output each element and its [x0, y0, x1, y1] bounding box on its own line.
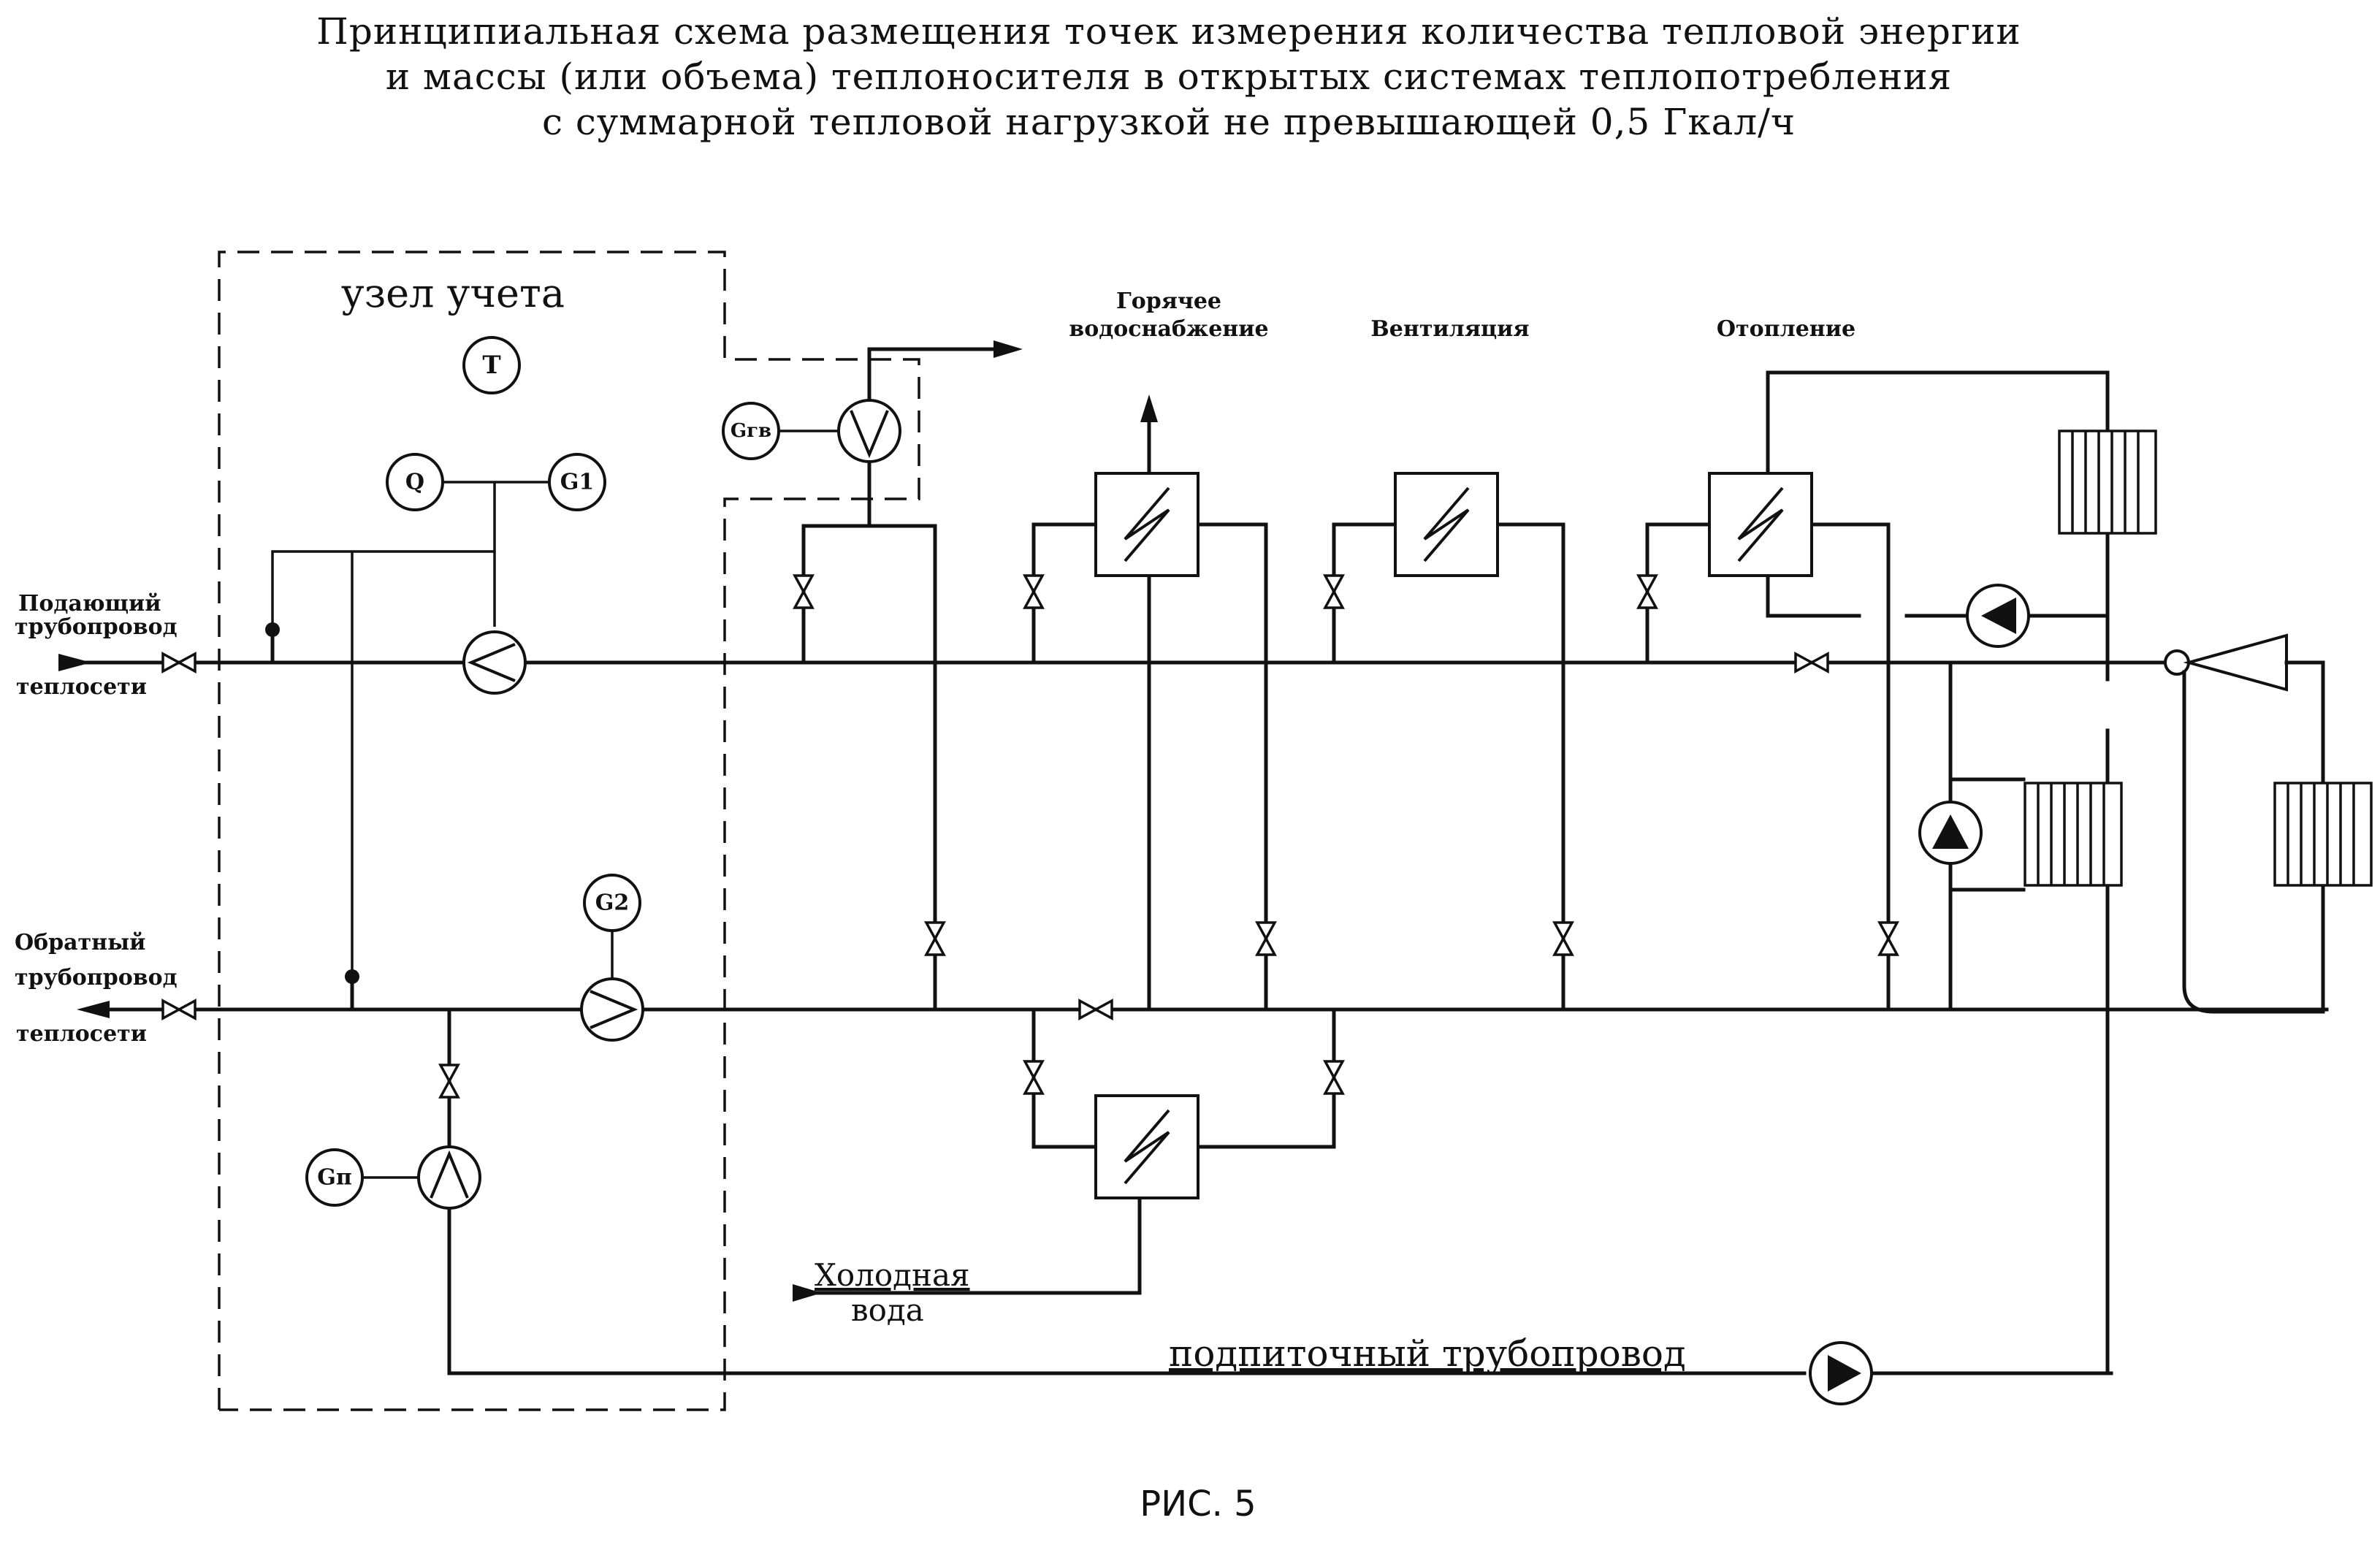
dhw-hx-return-valve	[1256, 921, 1276, 956]
return-label-1: Обратный	[15, 930, 145, 955]
return-label-2: трубопровод	[15, 965, 178, 991]
heating-mixing-valve	[1794, 652, 1829, 673]
svg-text:G2: G2	[595, 890, 630, 916]
temperature-sensor: T	[462, 336, 521, 394]
title-line-1: Принципиальная схема размещения точек из…	[316, 10, 2021, 53]
makeup-pump-icon	[1809, 1341, 1873, 1405]
svg-text:G1: G1	[560, 470, 595, 495]
return-pipe	[77, 1001, 2329, 1018]
heating-circulation-pump	[1966, 584, 2030, 648]
ventilation-supply-valve	[1324, 574, 1344, 609]
supply-label-1: Подающий	[18, 591, 161, 617]
flow-meter-ggv: Gгв	[722, 402, 839, 460]
dhw-label-1: Горячее	[1116, 289, 1221, 314]
title-line-2: и массы (или объема) теплоносителя в отк…	[386, 56, 1952, 98]
ventilation-heat-exchanger	[1394, 472, 1499, 577]
dhw-return-valve	[925, 921, 945, 956]
makeup-branch	[447, 1007, 2113, 1375]
jet-elevator	[2164, 633, 2325, 1014]
dhw-hx-supply-valve	[1023, 574, 1044, 609]
ventilation-consumer	[1332, 522, 1565, 1012]
makeup-valve	[439, 1064, 459, 1099]
ventilation-return-valve	[1553, 921, 1574, 956]
supply-label-2: трубопровод	[15, 614, 178, 640]
radiator-right	[2273, 782, 2373, 887]
supply-flow-transducer	[462, 630, 527, 695]
preheater-in-valve	[1023, 1060, 1044, 1095]
supply-pipe	[58, 654, 2325, 1014]
flow-meter-g2: G2	[580, 874, 644, 1042]
heat-calculator-group	[271, 481, 549, 1008]
supply-sensor-probe	[265, 622, 280, 663]
svg-text:T: T	[482, 351, 500, 380]
metering-node-label: узел учета	[341, 270, 565, 316]
heat-meter-q: Q	[386, 453, 444, 511]
supply-label-3: теплосети	[16, 674, 147, 700]
dhw-supply-valve	[793, 574, 814, 609]
svg-text:Gп: Gп	[317, 1165, 352, 1191]
return-outlet-valve	[161, 999, 197, 1020]
dhw-flow-transducer	[837, 399, 901, 463]
title-line-3: с суммарной тепловой нагрузкой не превыш…	[542, 101, 1796, 143]
dhw-direct-branch	[801, 340, 1023, 1012]
return-label-3: теплосети	[16, 1021, 147, 1047]
flow-meter-g1: G1	[548, 453, 606, 511]
makeup-flow-transducer	[417, 1145, 481, 1210]
ventilation-label: Вентиляция	[1370, 316, 1529, 342]
metering-node-boundary	[218, 251, 920, 1411]
flow-meter-gp: Gп	[305, 1148, 419, 1207]
radiator-middle	[2024, 782, 2123, 887]
svg-text:Gгв: Gгв	[731, 420, 771, 442]
return-sensor-probe	[345, 969, 359, 1010]
makeup-line-label: подпиточный трубопровод	[1169, 1332, 1686, 1375]
figure-label: РИС. 5	[1140, 1484, 1256, 1524]
preheater-out-valve	[1324, 1060, 1344, 1095]
heating-supply-valve	[1637, 574, 1658, 609]
radiator-upper	[2058, 430, 2157, 535]
radiator-pump	[1918, 801, 1983, 865]
cold-water-label-1: Холодная	[815, 1257, 970, 1293]
heating-label: Отопление	[1717, 316, 1855, 342]
dhw-heat-exchanger-upper	[1094, 472, 1199, 577]
supply-inlet-valve	[161, 652, 197, 673]
svg-text:Q: Q	[405, 470, 424, 495]
dhw-heat-exchanger-lower	[1094, 1094, 1199, 1199]
heating-heat-exchanger	[1708, 472, 1813, 577]
heating-return-valve	[1878, 921, 1899, 956]
return-bypass-valve	[1078, 999, 1113, 1020]
cold-water-label-2: вода	[851, 1292, 924, 1328]
dhw-label-2: водоснабжение	[1069, 316, 1268, 342]
